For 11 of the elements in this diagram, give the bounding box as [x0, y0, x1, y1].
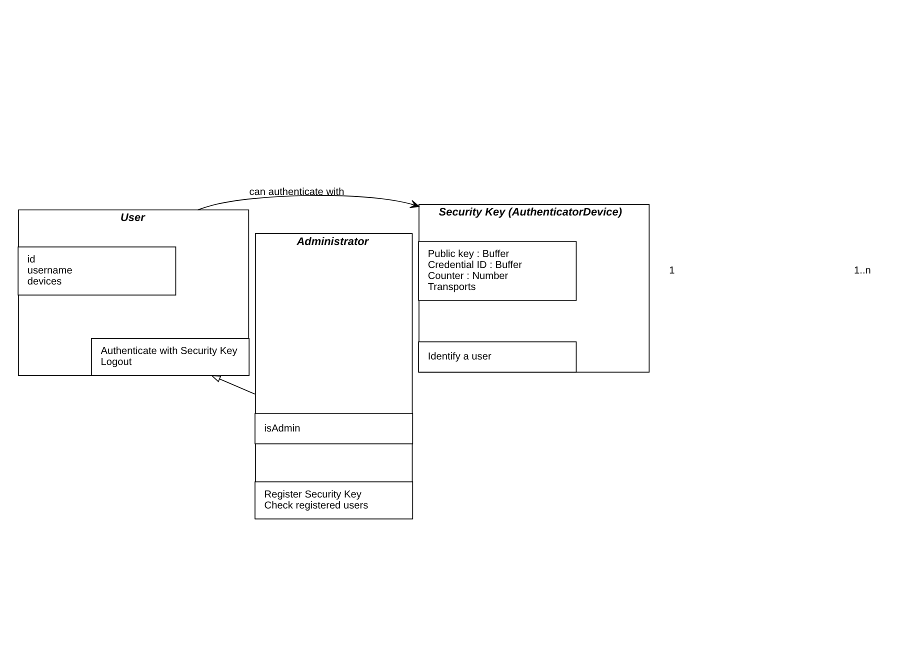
arrow [197, 194, 420, 210]
node-box: Authenticate with Security Key Logout [91, 338, 250, 376]
node-box: Public key : Buffer Credential ID : Buffer Counter : Number Transports [418, 240, 577, 300]
label: 1..n [854, 265, 871, 276]
node-box: id username devices [18, 246, 176, 295]
node-box: isAdmin [254, 412, 414, 444]
node-box: Identify a user [418, 340, 577, 372]
node-box: Register Security Key Check registered users [254, 480, 414, 519]
edge-label: can authenticate with [249, 186, 344, 198]
arrow [210, 374, 256, 394]
label: 1 [669, 265, 675, 276]
